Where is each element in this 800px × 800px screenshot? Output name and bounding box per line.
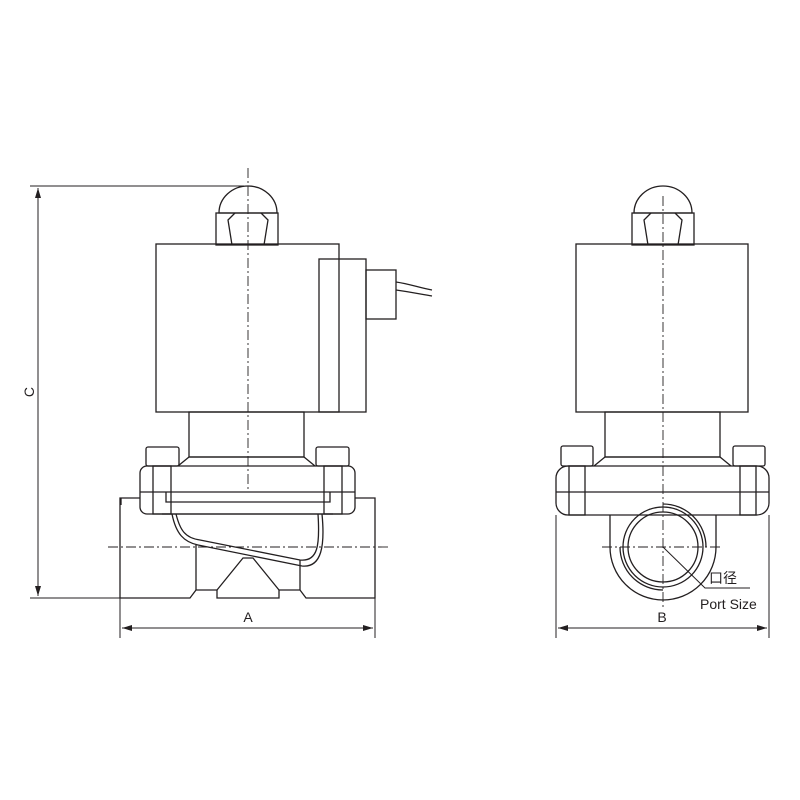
cable <box>395 281 433 297</box>
dimension-a-label: A <box>243 609 253 625</box>
front-view: A C <box>21 168 433 638</box>
side-cap-dome <box>633 185 693 214</box>
port-size-callout: 口径 Port Size <box>662 546 757 612</box>
side-stem-tube <box>604 411 721 458</box>
dimension-a: A <box>119 598 376 638</box>
side-view: 口径 Port Size B <box>555 185 770 638</box>
dimension-c: C <box>21 185 244 599</box>
bonnet <box>177 456 316 467</box>
side-bolt-head-left <box>560 445 594 467</box>
cap-dome <box>218 185 278 214</box>
port-size-label-cn: 口径 <box>709 570 737 586</box>
port-size-label-en: Port Size <box>700 596 757 612</box>
side-flange <box>555 465 770 516</box>
side-coil <box>575 243 749 413</box>
hex-nut <box>215 212 279 246</box>
dimension-c-label: C <box>21 387 37 397</box>
side-hex-nut <box>631 212 695 246</box>
port-boss <box>609 503 717 601</box>
stem-tube <box>188 411 305 458</box>
dimension-b: B <box>555 515 770 638</box>
side-bonnet <box>593 456 732 467</box>
bolt-head-left <box>145 446 180 467</box>
side-bolt-head-right <box>732 445 766 467</box>
coil <box>155 243 340 413</box>
bolt-head-right <box>315 446 350 467</box>
dimension-b-label: B <box>657 609 666 625</box>
valve-body <box>119 497 376 599</box>
connector-box <box>318 258 367 413</box>
flange <box>139 465 356 515</box>
connector-plug <box>365 269 397 320</box>
